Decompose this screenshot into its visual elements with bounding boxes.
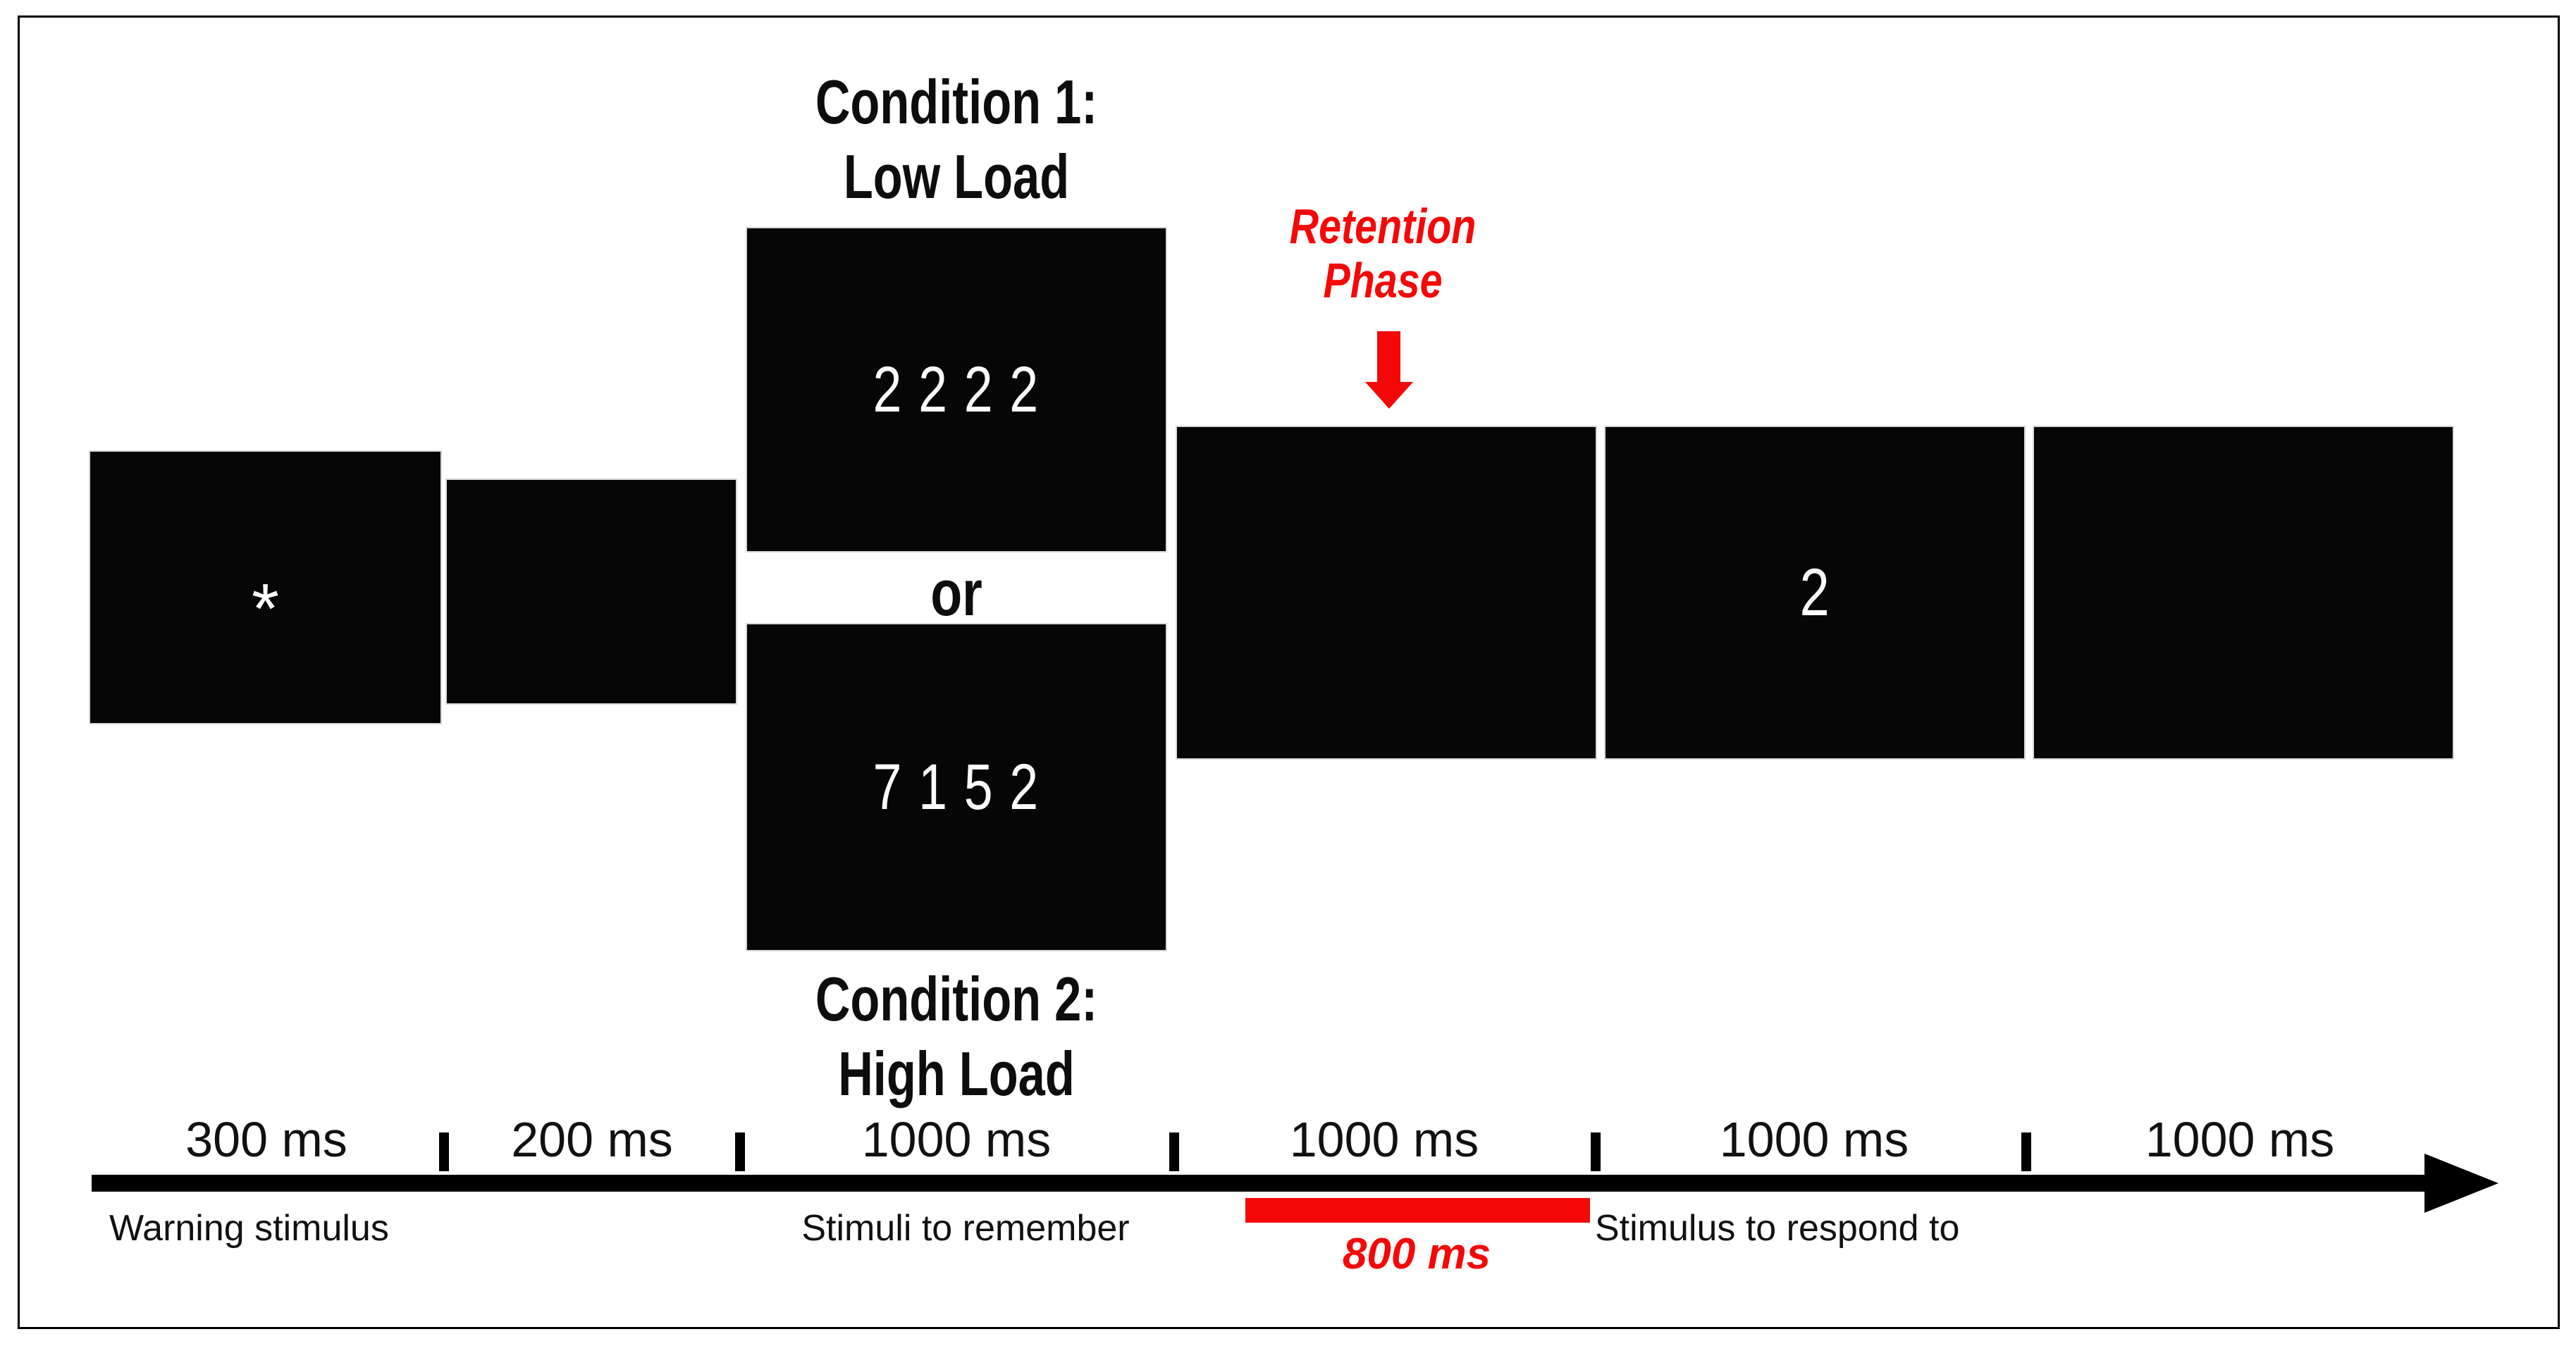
timeline-tick (439, 1132, 449, 1171)
screen-probe-stimulus: 2 (1606, 427, 2024, 758)
retention-phase-label: Retention Phase (1207, 199, 1559, 308)
condition2-line1: Condition 2: (815, 964, 1098, 1034)
condition2-label: Condition 2: High Load (745, 962, 1168, 1111)
retention-duration-bar (1245, 1198, 1590, 1223)
figure-border (18, 16, 2560, 1329)
condition1-label: Condition 1: Low Load (745, 65, 1168, 214)
duration-label-1: 300 ms (185, 1112, 347, 1167)
timeline-tick (735, 1132, 745, 1171)
screen-low-load-stimuli: 2 2 2 2 (747, 228, 1166, 551)
duration-label-2: 200 ms (511, 1112, 673, 1167)
low-load-digits: 2 2 2 2 (873, 353, 1040, 426)
phase-label-warning: Warning stimulus (109, 1208, 389, 1249)
screen-high-load-stimuli: 7 1 5 2 (747, 624, 1166, 950)
condition1-line2: Low Load (843, 142, 1070, 211)
screen-warning-stimulus: * (90, 452, 440, 723)
duration-label-3: 1000 ms (861, 1112, 1052, 1167)
condition2-line2: High Load (838, 1039, 1075, 1109)
retention-line1: Retention (1289, 199, 1477, 254)
phase-label-respond: Stimulus to respond to (1595, 1208, 1960, 1249)
retention-line2: Phase (1323, 253, 1443, 308)
probe-digit: 2 (1799, 555, 1830, 630)
timeline-tick (1169, 1132, 1179, 1171)
fixation-asterisk: * (252, 569, 279, 648)
timeline-tick (2021, 1132, 2031, 1171)
timeline-arrowhead-icon (2424, 1154, 2498, 1213)
timeline-tick (1591, 1132, 1601, 1171)
screen-final-blank (2034, 427, 2453, 758)
condition1-line1: Condition 1: (815, 67, 1098, 137)
duration-label-6: 1000 ms (2145, 1112, 2335, 1167)
retention-arrow-down-icon (1365, 382, 1413, 409)
or-label: or (930, 557, 982, 629)
timeline-axis (92, 1175, 2426, 1192)
screen-retention-blank (1177, 427, 1596, 758)
duration-label-5: 1000 ms (1719, 1112, 1909, 1167)
retention-arrow-shaft (1377, 331, 1400, 382)
phase-label-remember: Stimuli to remember (801, 1208, 1130, 1249)
high-load-digits: 7 1 5 2 (873, 751, 1040, 823)
screen-blank-interstimulus (447, 480, 736, 703)
duration-label-4: 1000 ms (1289, 1112, 1479, 1167)
retention-duration-label: 800 ms (1342, 1230, 1491, 1278)
